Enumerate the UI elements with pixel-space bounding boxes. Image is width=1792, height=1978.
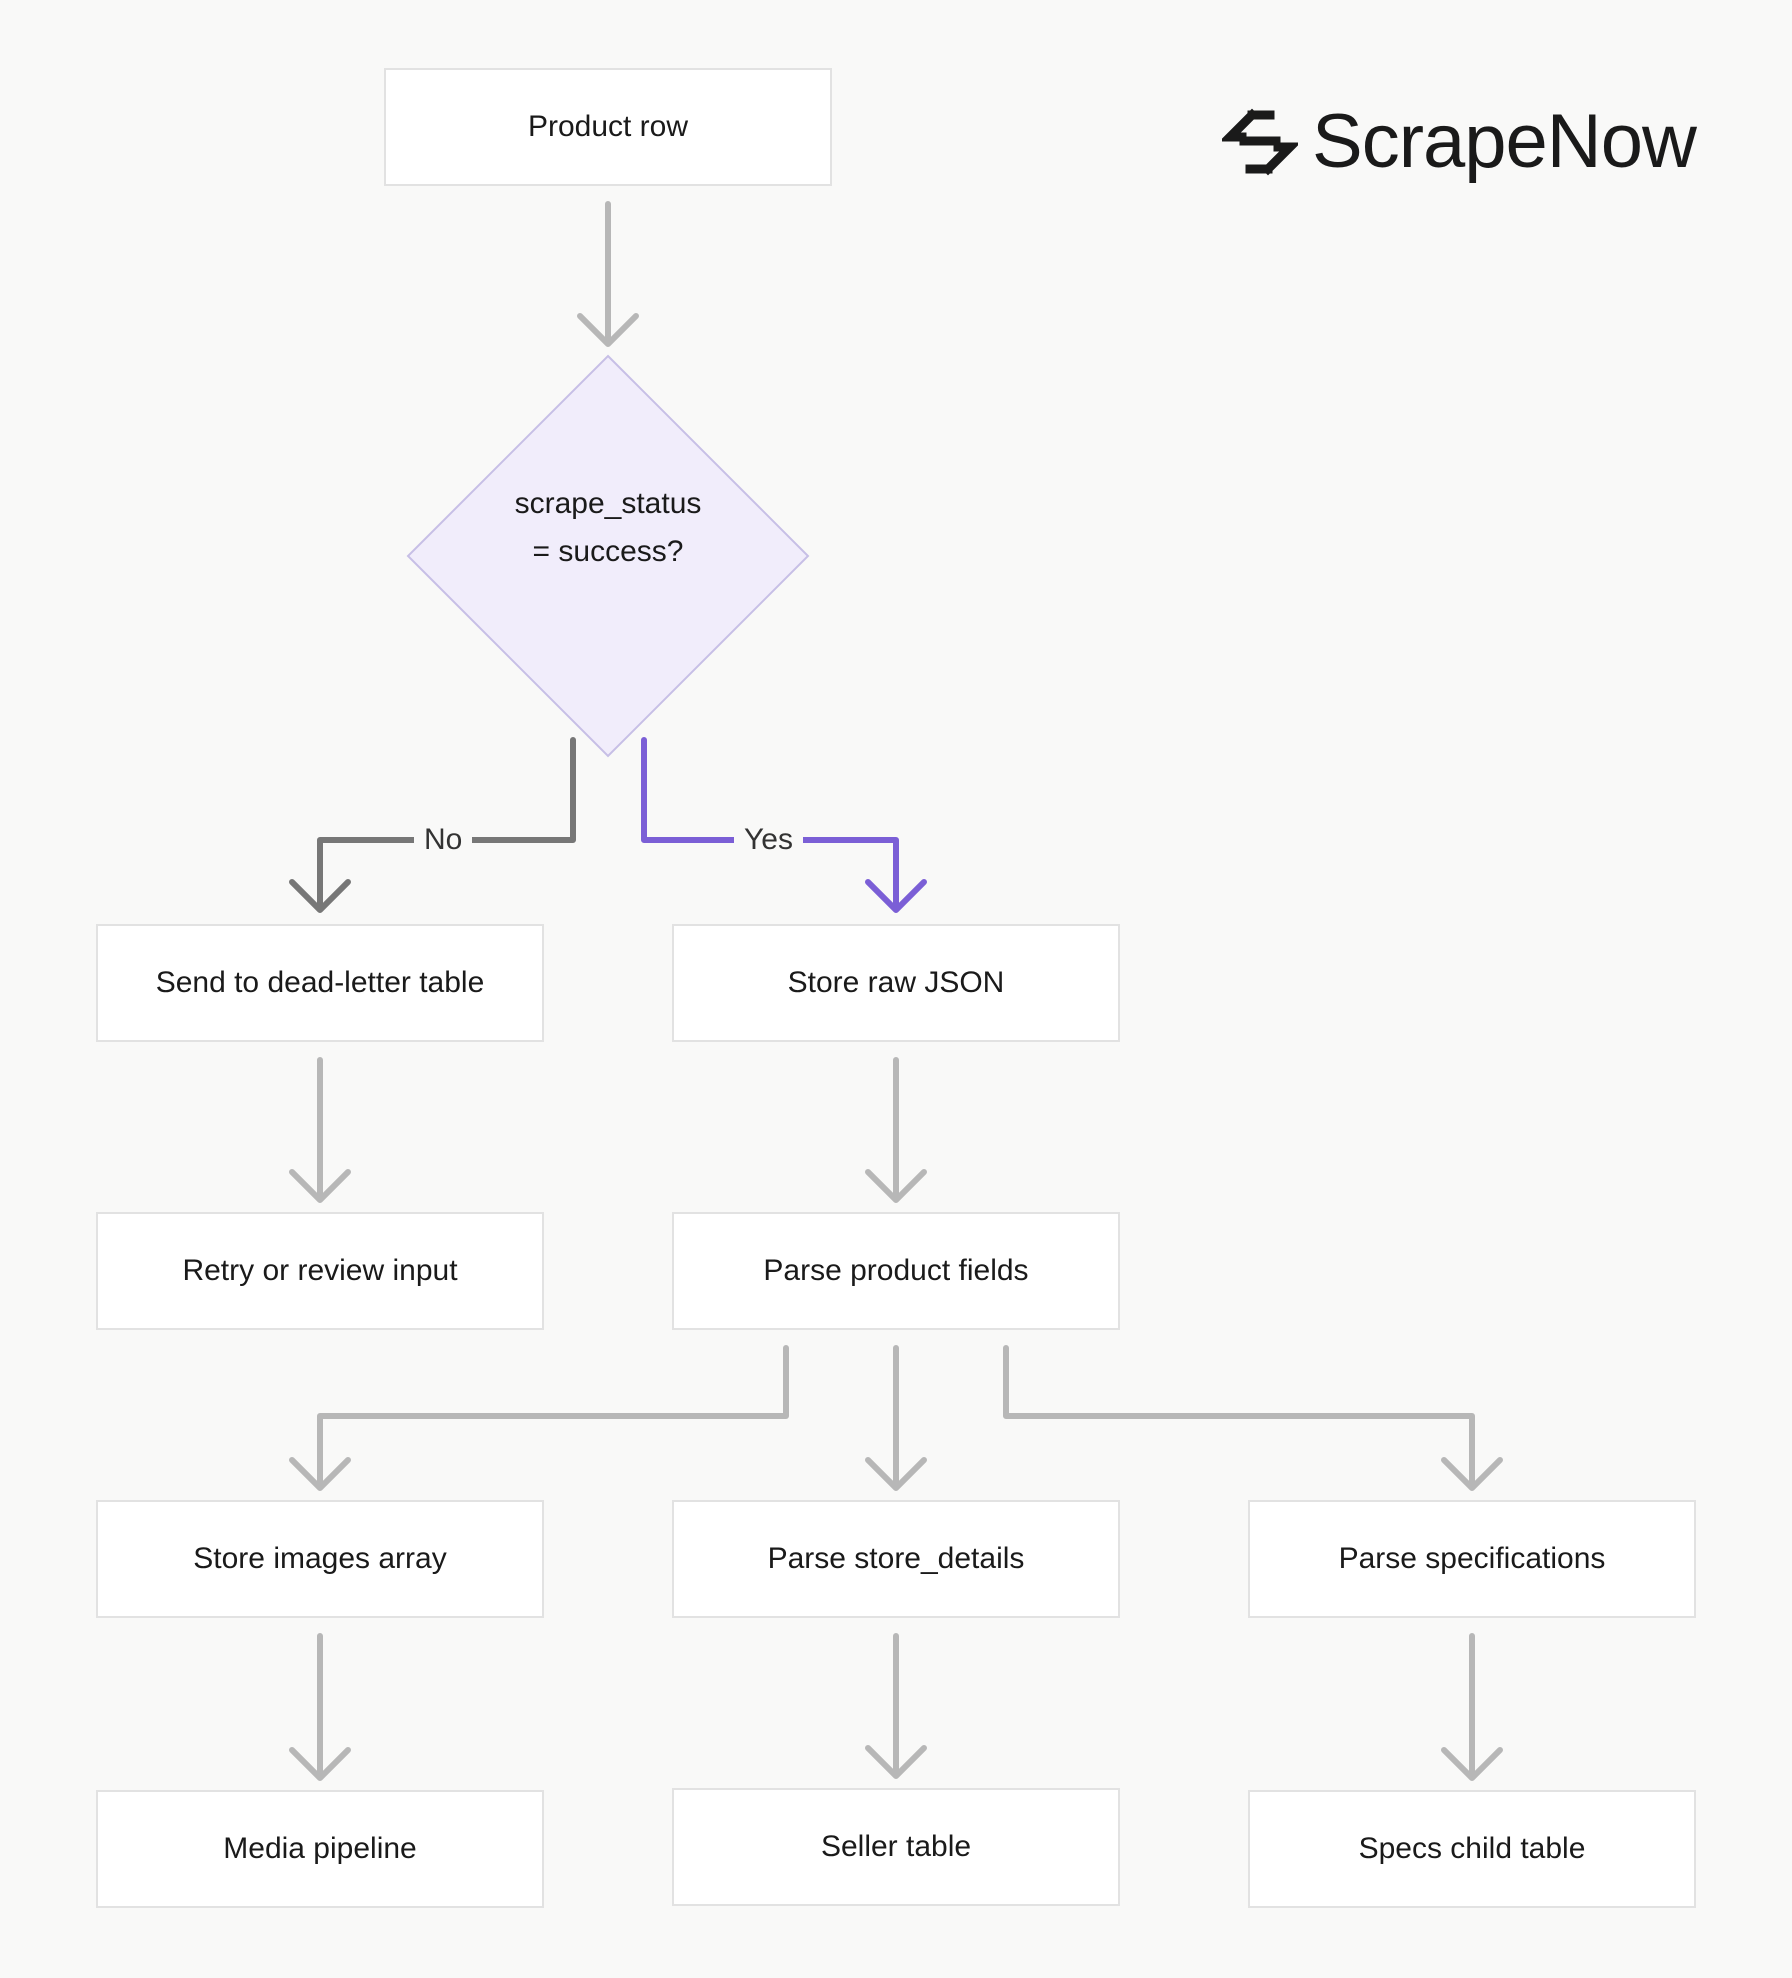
brand-name: ScrapeNow	[1312, 99, 1697, 184]
arrow-parse-to-images	[289, 1345, 789, 1491]
node-store-images: Store images array	[96, 1500, 544, 1618]
arrow-deadletter-to-retry	[289, 1057, 351, 1203]
node-parse-store-details: Parse store_details	[672, 1500, 1120, 1618]
node-seller-table: Seller table	[672, 1788, 1120, 1906]
arrow-raw-to-parse	[865, 1057, 927, 1203]
node-parse-product-fields: Parse product fields	[672, 1212, 1120, 1330]
decision-diamond	[406, 354, 810, 758]
arrow-parse-to-specs	[1003, 1345, 1503, 1491]
edge-label-no: No	[414, 820, 473, 860]
edge-label-yes: Yes	[734, 820, 803, 860]
node-retry: Retry or review input	[96, 1212, 544, 1330]
arrow-store-to-seller	[865, 1633, 927, 1779]
node-store-raw-json: Store raw JSON	[672, 924, 1120, 1042]
arrow-images-to-media	[289, 1633, 351, 1781]
arrow-parse-to-store	[865, 1345, 927, 1491]
decision-label: scrape_status = success?	[514, 487, 702, 568]
arrow-specs-to-child	[1441, 1633, 1503, 1781]
brand-logo: ScrapeNow	[1222, 98, 1697, 185]
scrapenow-s-icon	[1222, 108, 1298, 175]
node-media-pipeline: Media pipeline	[96, 1790, 544, 1908]
node-specs-child-table: Specs child table	[1248, 1790, 1696, 1908]
node-dead-letter: Send to dead-letter table	[96, 924, 544, 1042]
node-parse-specifications: Parse specifications	[1248, 1500, 1696, 1618]
arrow-product-to-decision	[577, 201, 639, 347]
node-product-row: Product row	[384, 68, 832, 186]
